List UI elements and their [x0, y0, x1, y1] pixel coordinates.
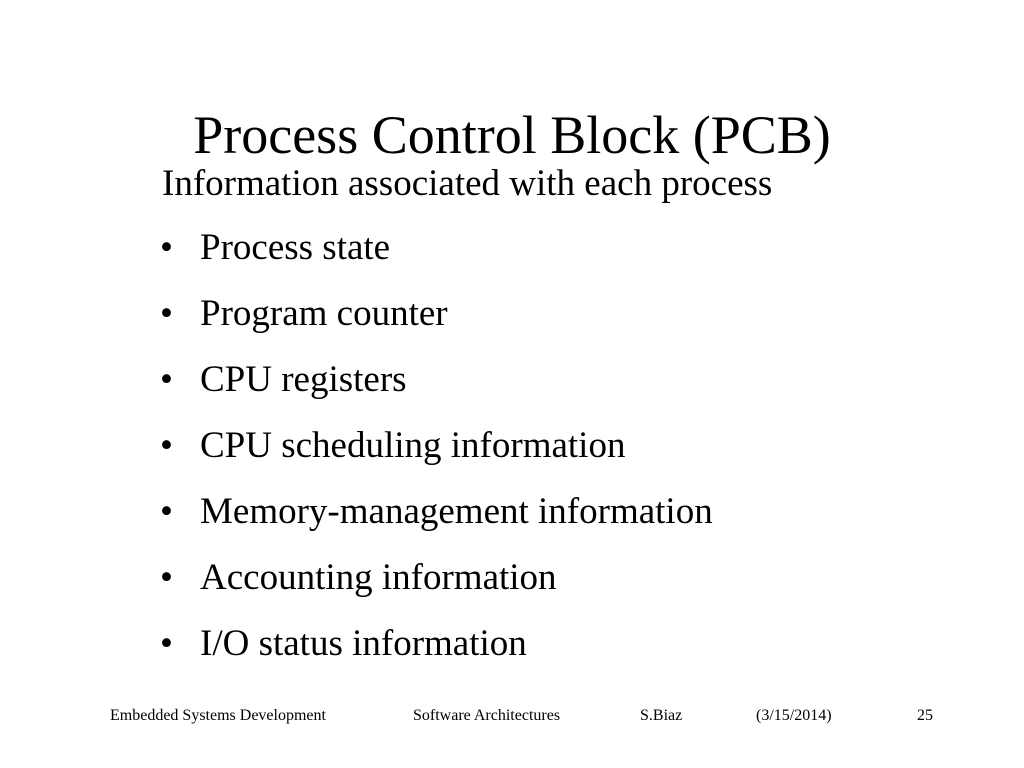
bullet-text: CPU scheduling information	[200, 425, 626, 466]
footer-page-number: 25	[917, 707, 933, 724]
bullet-item-process-state: • Process state	[160, 226, 713, 292]
bullet-icon: •	[160, 557, 173, 598]
bullet-item-program-counter: • Program counter	[160, 292, 713, 358]
bullet-text: Program counter	[200, 293, 448, 334]
bullet-text: Process state	[200, 227, 391, 268]
bullet-item-cpu-registers: • CPU registers	[160, 358, 713, 424]
footer-topic: Software Architectures	[413, 707, 561, 724]
bullet-item-cpu-scheduling: • CPU scheduling information	[160, 424, 713, 490]
bullet-item-io-status: • I/O status information	[160, 622, 713, 688]
bullet-list: • Process state • Program counter • CPU …	[160, 226, 713, 688]
bullet-icon: •	[160, 227, 173, 268]
bullet-text: CPU registers	[200, 359, 407, 400]
footer-date: (3/15/2014)	[756, 707, 832, 724]
slide-title: Process Control Block (PCB)	[193, 105, 831, 165]
bullet-text: I/O status information	[200, 623, 527, 664]
bullet-icon: •	[160, 491, 173, 532]
bullet-icon: •	[160, 425, 173, 466]
footer-course: Embedded Systems Development	[110, 707, 326, 724]
bullet-item-memory-management: • Memory-management information	[160, 490, 713, 556]
bullet-text: Accounting information	[200, 557, 557, 598]
footer-author: S.Biaz	[640, 707, 683, 724]
bullet-item-accounting: • Accounting information	[160, 556, 713, 622]
bullet-icon: •	[160, 359, 173, 400]
bullet-text: Memory-management information	[200, 491, 713, 532]
bullet-icon: •	[160, 293, 173, 334]
intro-text: Information associated with each process	[162, 163, 773, 204]
bullet-icon: •	[160, 623, 173, 664]
